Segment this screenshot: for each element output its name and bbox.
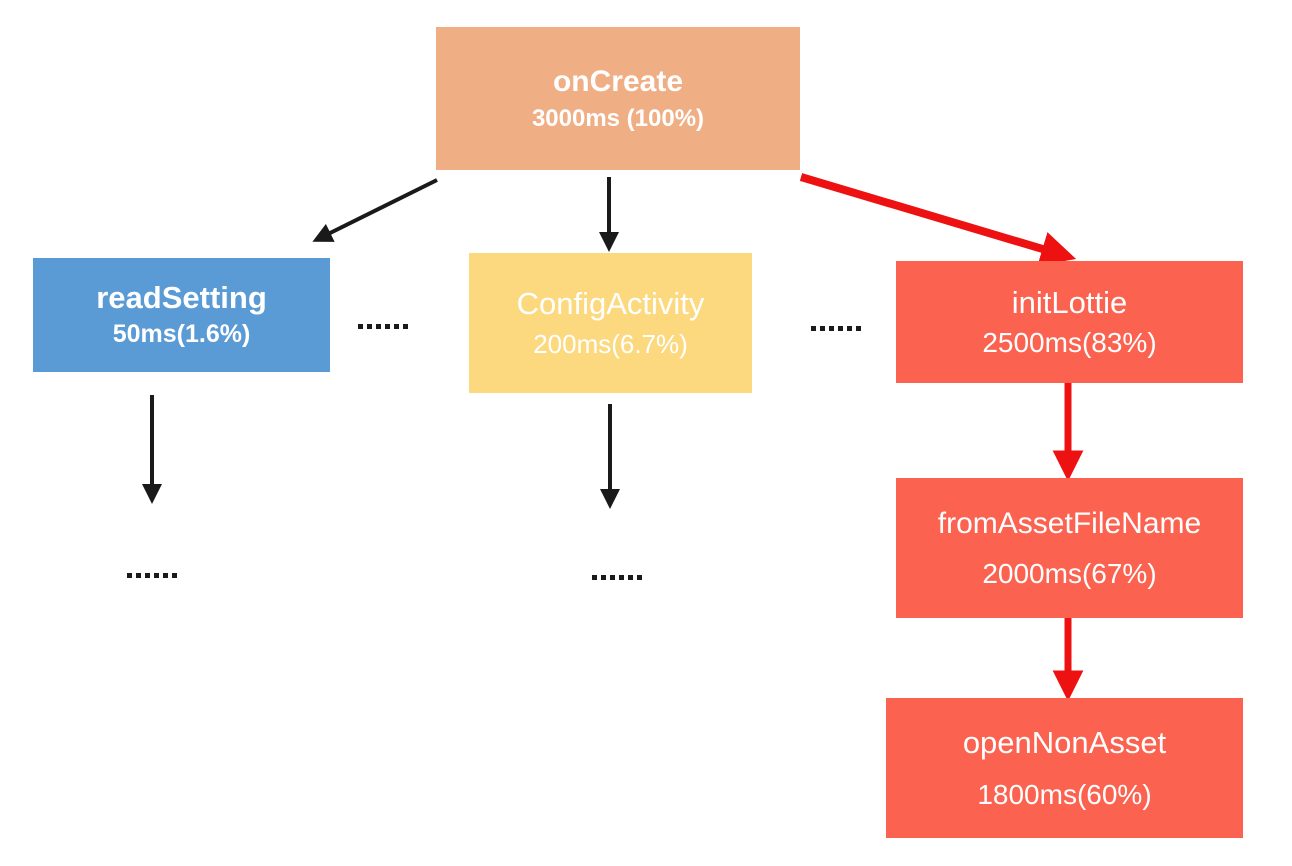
ellipsis-below-readsetting <box>127 573 177 578</box>
node-initlottie-title: initLottie <box>1011 285 1128 321</box>
node-opennonasset[interactable]: openNonAsset 1800ms(60%) <box>886 698 1243 838</box>
node-oncreate-metric: 3000ms (100%) <box>531 104 705 132</box>
node-fromassetfilename-title: fromAssetFileName <box>937 506 1202 540</box>
node-fromassetfilename-metric: 2000ms(67%) <box>982 558 1157 590</box>
edge-oncreate-to-initlottie <box>799 173 1077 266</box>
ellipsis-between-configactivity-and-initlottie <box>811 326 861 331</box>
node-readsetting[interactable]: readSetting 50ms(1.6%) <box>33 258 330 372</box>
edge-oncreate-to-readsetting <box>312 178 438 242</box>
node-readsetting-metric: 50ms(1.6%) <box>112 320 251 349</box>
node-oncreate[interactable]: onCreate 3000ms (100%) <box>436 27 800 170</box>
ellipsis-below-configactivity <box>592 575 642 580</box>
node-configactivity-title: ConfigActivity <box>516 286 705 322</box>
node-readsetting-title: readSetting <box>96 280 267 316</box>
node-configactivity[interactable]: ConfigActivity 200ms(6.7%) <box>469 253 752 393</box>
node-oncreate-title: onCreate <box>552 65 684 99</box>
node-fromassetfilename[interactable]: fromAssetFileName 2000ms(67%) <box>896 478 1243 618</box>
node-configactivity-metric: 200ms(6.7%) <box>533 328 688 359</box>
node-opennonasset-title: openNonAsset <box>962 725 1167 761</box>
ellipsis-between-readsetting-and-configactivity <box>358 324 408 329</box>
node-initlottie-metric: 2500ms(83%) <box>982 326 1157 358</box>
node-opennonasset-metric: 1800ms(60%) <box>977 778 1152 810</box>
node-initlottie[interactable]: initLottie 2500ms(83%) <box>896 261 1243 383</box>
